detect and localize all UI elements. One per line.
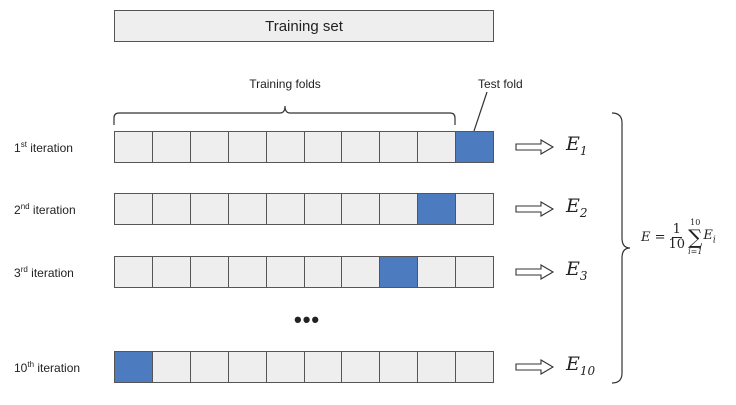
training-fold-cell — [228, 256, 267, 288]
training-fold-cell — [266, 256, 305, 288]
training-fold-cell — [190, 193, 229, 225]
training-fold-cell — [418, 131, 457, 163]
training-fold-cell — [152, 351, 191, 383]
test-fold-cell — [418, 193, 457, 225]
iteration-label: 10th iteration — [14, 360, 81, 375]
formula-numerator: 1 — [671, 221, 682, 238]
training-fold-cell — [190, 131, 229, 163]
fold-row — [114, 131, 495, 163]
arrow-right-icon — [515, 139, 555, 160]
training-fold-cell — [304, 351, 343, 383]
training-set-bar: Training set — [114, 10, 494, 42]
iteration-error: E10 — [566, 353, 596, 378]
training-fold-cell — [114, 256, 153, 288]
training-set-label: Training set — [265, 17, 343, 35]
iteration-error: E1 — [566, 133, 588, 158]
training-fold-cell — [266, 193, 305, 225]
training-fold-cell — [228, 131, 267, 163]
test-fold-cell — [456, 131, 495, 163]
training-fold-cell — [114, 193, 153, 225]
training-fold-cell — [342, 351, 381, 383]
training-fold-cell — [342, 193, 381, 225]
iteration-label: 3rd iteration — [14, 265, 74, 280]
training-fold-cell — [266, 131, 305, 163]
training-fold-cell — [456, 193, 495, 225]
training-fold-cell — [114, 131, 153, 163]
fold-row — [114, 193, 495, 225]
iteration-error: E3 — [566, 258, 588, 283]
formula-lhs: E = — [641, 229, 666, 245]
training-fold-cell — [456, 351, 495, 383]
fold-row — [114, 351, 495, 383]
average-error-formula: E = 1 10 10 ∑ i=1 Ei — [641, 218, 716, 256]
training-folds-brace — [113, 105, 456, 125]
training-folds-label: Training folds — [249, 77, 321, 91]
arrow-right-icon — [515, 264, 555, 285]
training-fold-cell — [190, 256, 229, 288]
sum-symbol: ∑ — [688, 225, 703, 249]
iteration-label: 1st iteration — [14, 140, 73, 155]
test-fold-label: Test fold — [478, 77, 523, 91]
arrow-right-icon — [515, 359, 555, 380]
test-fold-cell — [114, 351, 153, 383]
training-fold-cell — [456, 256, 495, 288]
sum-lower-limit: i=1 — [688, 247, 703, 256]
formula-denominator: 10 — [668, 236, 686, 252]
training-fold-cell — [152, 131, 191, 163]
training-fold-cell — [228, 351, 267, 383]
training-fold-cell — [190, 351, 229, 383]
training-fold-cell — [304, 256, 343, 288]
training-fold-cell — [304, 131, 343, 163]
training-fold-cell — [380, 193, 419, 225]
training-fold-cell — [342, 131, 381, 163]
formula-summation: 10 ∑ i=1 — [688, 218, 702, 256]
ellipsis: ••• — [294, 307, 321, 332]
test-fold-cell — [380, 256, 419, 288]
test-fold-pointer — [473, 91, 488, 132]
iteration-label: 2nd iteration — [14, 202, 76, 217]
training-fold-cell — [418, 351, 457, 383]
arrow-right-icon — [515, 201, 555, 222]
errors-brace — [611, 112, 631, 384]
training-fold-cell — [152, 193, 191, 225]
training-fold-cell — [380, 131, 419, 163]
iteration-error: E2 — [566, 195, 588, 220]
training-fold-cell — [266, 351, 305, 383]
training-fold-cell — [380, 351, 419, 383]
training-fold-cell — [152, 256, 191, 288]
training-fold-cell — [304, 193, 343, 225]
fold-row — [114, 256, 495, 288]
formula-term: Ei — [703, 228, 716, 246]
sum-upper-limit: 10 — [690, 218, 701, 227]
training-fold-cell — [228, 193, 267, 225]
training-fold-cell — [342, 256, 381, 288]
formula-fraction: 1 10 — [668, 221, 686, 252]
training-fold-cell — [418, 256, 457, 288]
